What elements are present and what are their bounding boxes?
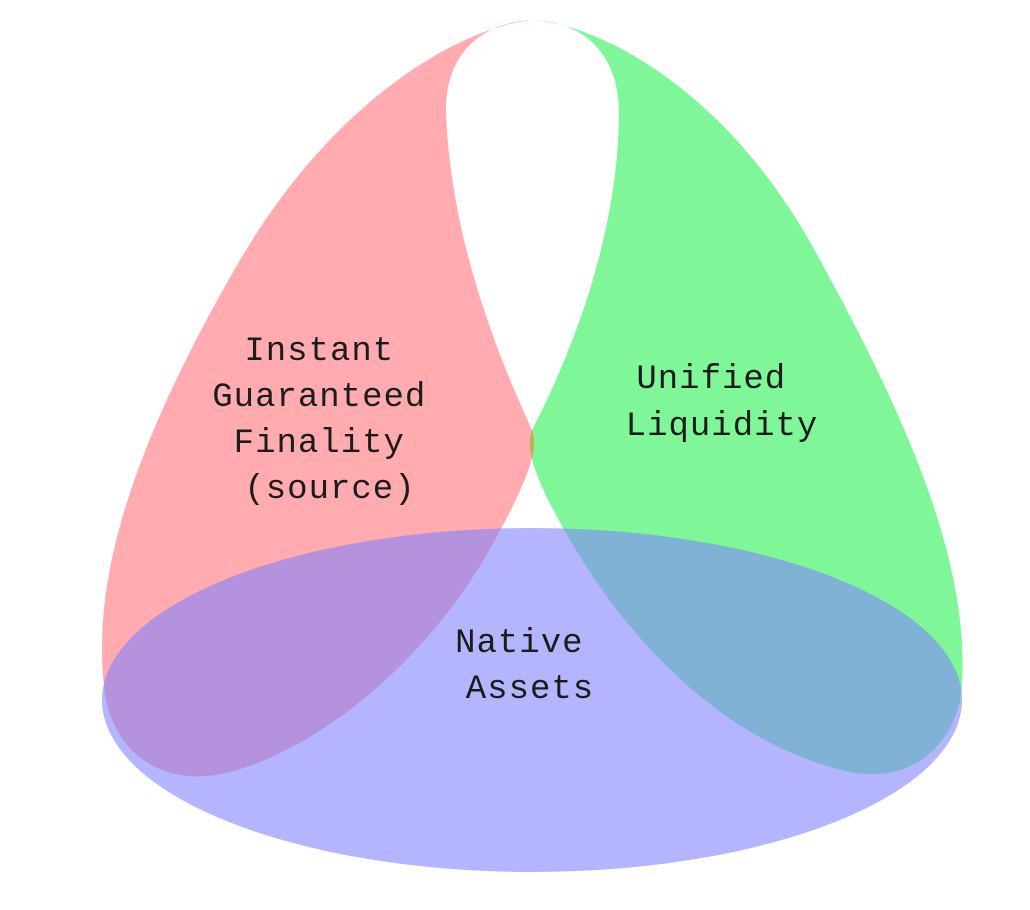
set-label-unified-liquidity: Unified Liquidity [626, 361, 819, 446]
label-line: Unified [636, 361, 786, 399]
label-line: (source) [244, 471, 415, 509]
set-label-native-assets: Native Assets [455, 625, 605, 709]
set-label-instant-guaranteed-finality: Instant Guaranteed Finality (source) [212, 333, 447, 509]
label-line: Assets [466, 671, 594, 709]
label-line: Guaranteed [212, 379, 426, 417]
set-native-assets-region [102, 528, 962, 872]
label-line: Finality [234, 425, 405, 463]
label-line: Liquidity [626, 408, 819, 446]
label-line: Instant [244, 333, 394, 371]
label-line: Native [455, 625, 583, 663]
